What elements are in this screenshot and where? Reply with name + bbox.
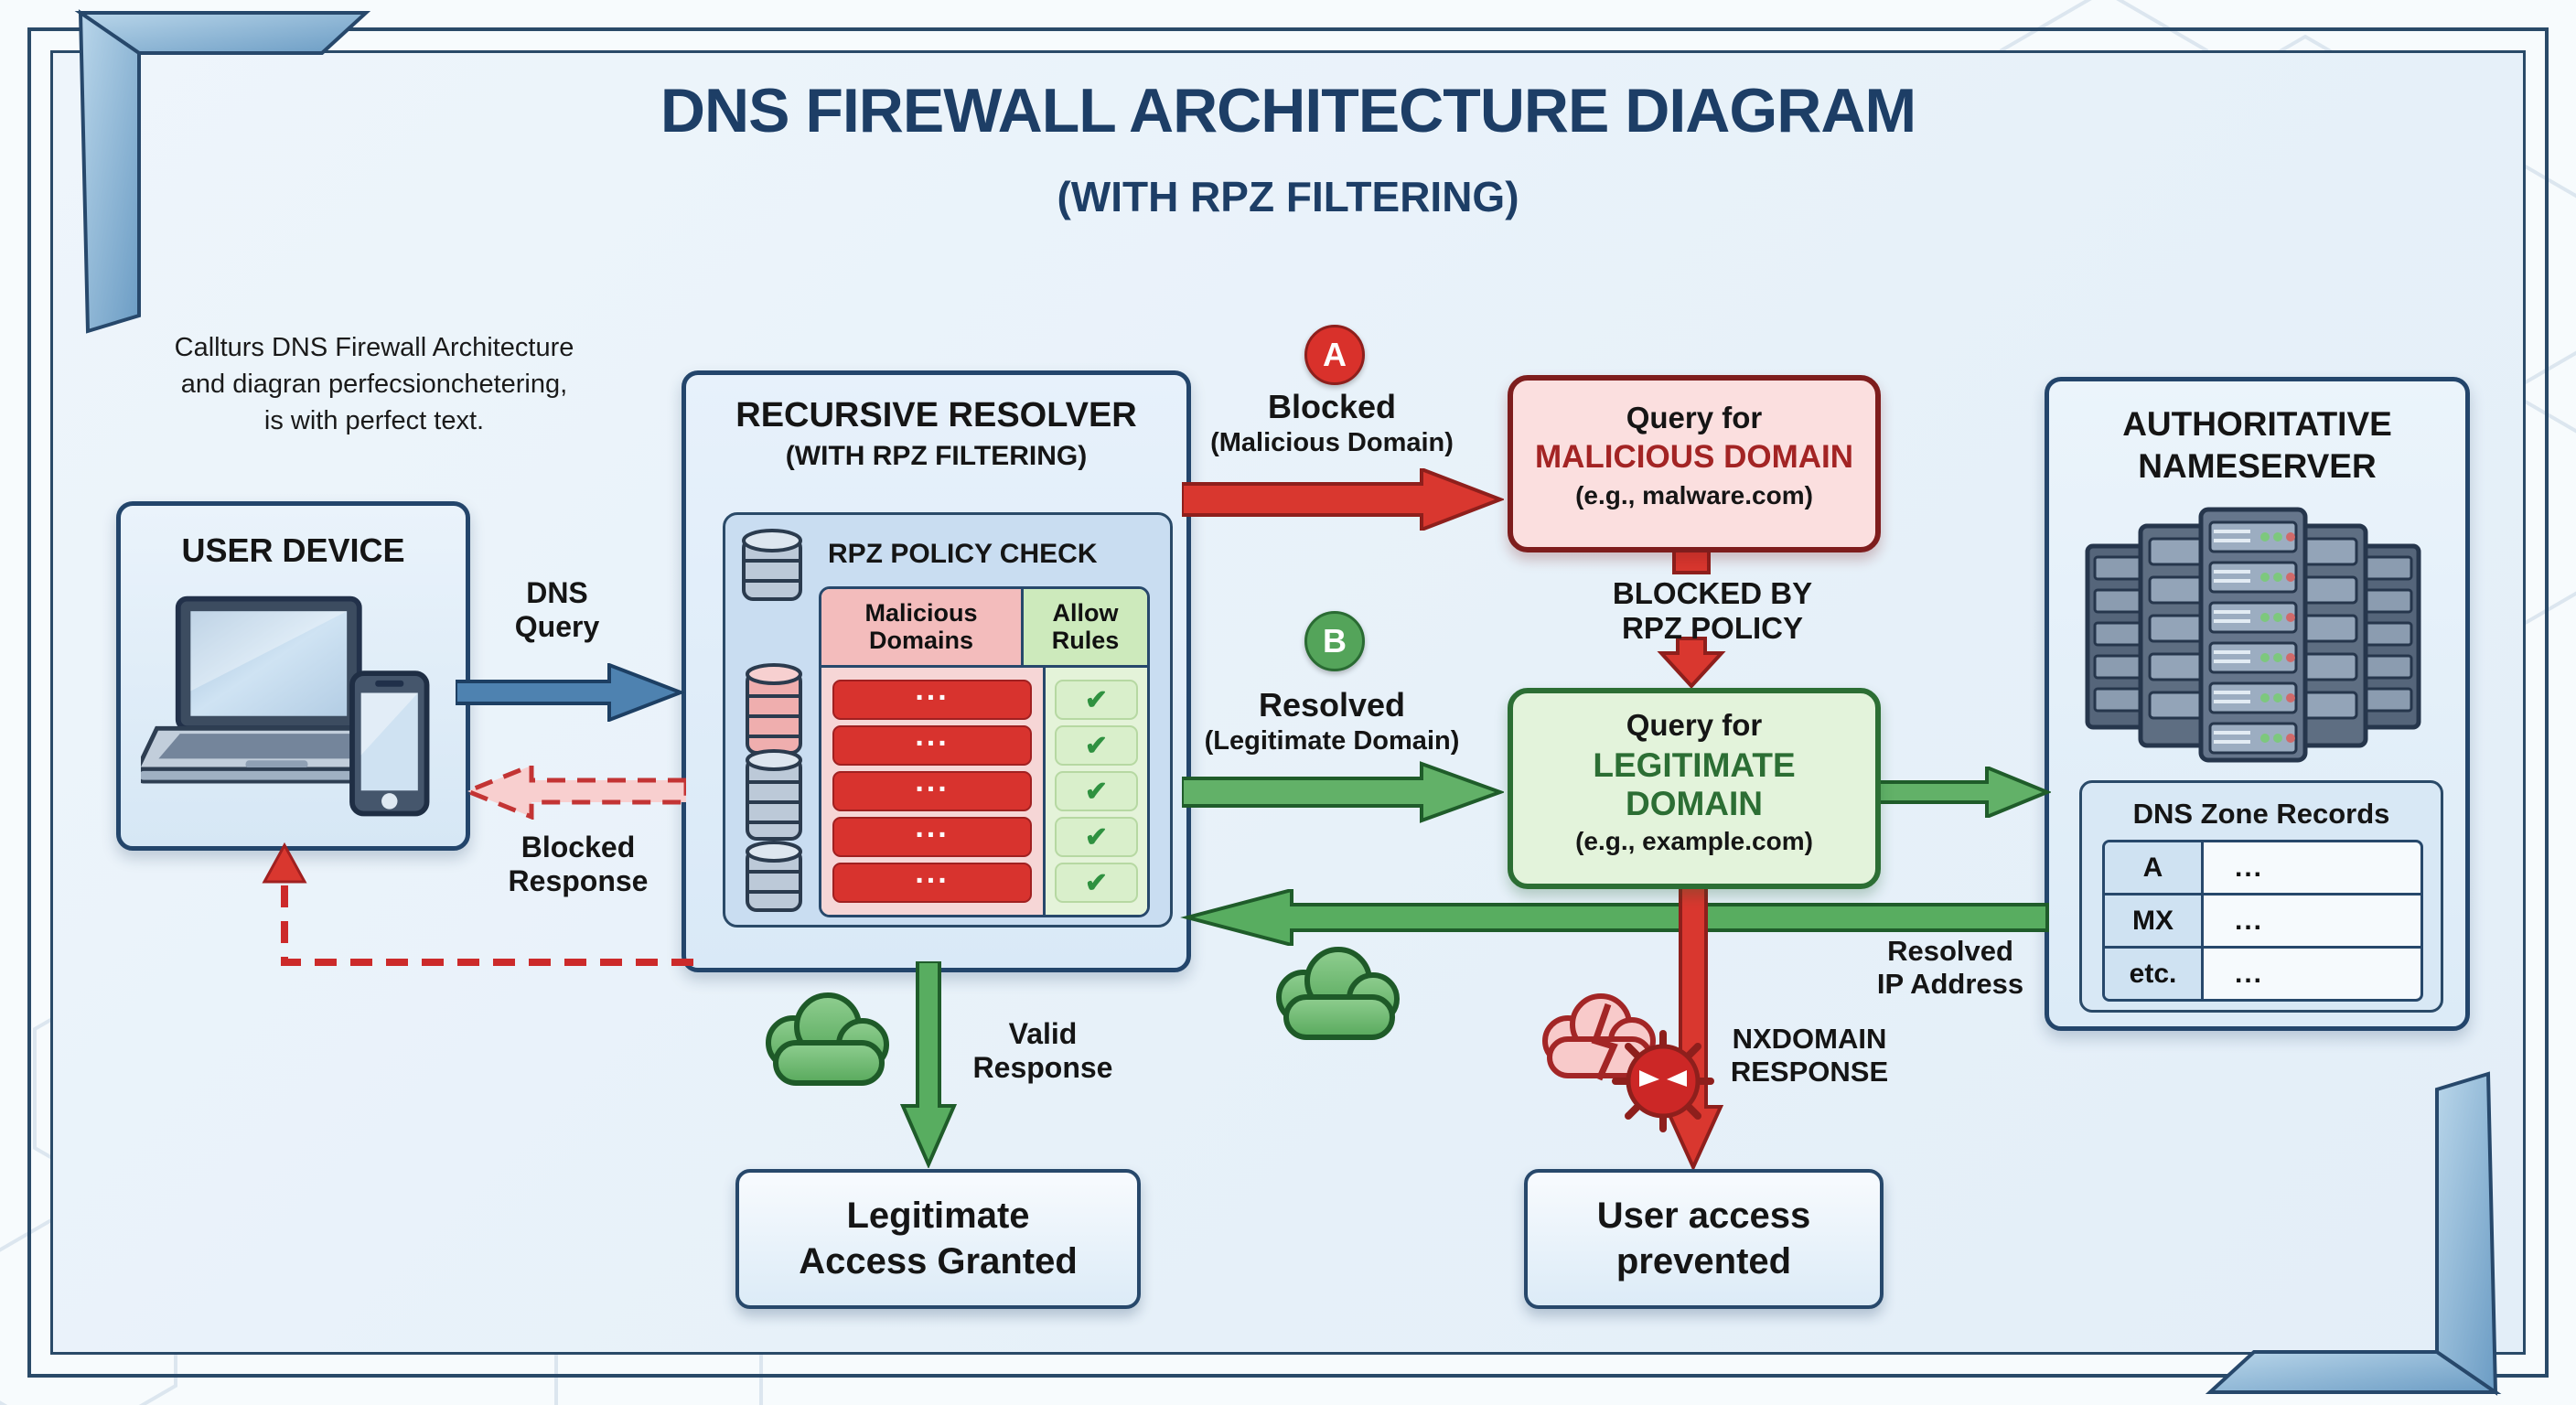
- legitimate-query-box: Query for LEGITIMATE DOMAIN (e.g., examp…: [1508, 688, 1881, 889]
- check-icon: ✔: [1084, 776, 1109, 807]
- allow-rule-row: ✔: [1055, 863, 1138, 903]
- rpz-panel-title: RPZ POLICY CHECK: [828, 539, 1098, 569]
- allow-rule-row: ✔: [1055, 680, 1138, 720]
- malicious-query-box: Query for MALICIOUS DOMAIN (e.g., malwar…: [1508, 375, 1881, 552]
- blocked-domain-row: ...: [832, 857, 1032, 903]
- legitimate-box-line2: LEGITIMATE: [1593, 746, 1796, 784]
- zone-record-value: ...: [2235, 905, 2264, 936]
- granted-line2: Access Granted: [799, 1241, 1078, 1282]
- check-icon: ✔: [1084, 821, 1109, 853]
- rpz-policy-panel: RPZ POLICY CHECK: [723, 512, 1173, 928]
- zone-record-value: ...: [2235, 852, 2264, 883]
- legitimate-query-arrow: [1182, 761, 1504, 823]
- broken-cloud-virus-icon: [1542, 993, 1714, 1132]
- path-a-sublabel: (Malicious Domain): [1210, 428, 1454, 457]
- corner-bracket-top-left: [74, 9, 371, 334]
- check-icon: ✔: [1084, 730, 1109, 761]
- intro-note-line3: is with perfect text.: [263, 406, 485, 436]
- intro-note: Callturs DNS Firewall Architecture and d…: [175, 329, 574, 439]
- intro-note-line1: Callturs DNS Firewall Architecture: [174, 333, 574, 362]
- query-to-nameserver-arrow: [1870, 767, 2051, 818]
- granted-line1: Legitimate: [846, 1196, 1030, 1236]
- allow-rules-header: Allow Rules: [1024, 589, 1147, 668]
- zone-record-row: etc. ...: [2105, 949, 2420, 999]
- page-title: DNS FIREWALL ARCHITECTURE DIAGRAM: [660, 76, 1916, 145]
- corner-bracket-bottom-right: [2205, 1071, 2502, 1396]
- dns-zone-records-panel: DNS Zone Records A ... MX ... etc. ...: [2079, 780, 2443, 1013]
- malicious-query-arrow: [1182, 468, 1504, 531]
- green-cloud-icon: [1276, 947, 1400, 1040]
- blocked-response-arrow: [462, 763, 686, 820]
- malicious-box-line2: MALICIOUS DOMAIN: [1534, 439, 1854, 475]
- prevented-line1: User access: [1596, 1196, 1811, 1236]
- allow-rule-row: ✔: [1055, 725, 1138, 766]
- zone-record-value: ...: [2235, 958, 2264, 989]
- server-racks-icon: [2085, 507, 2421, 763]
- allow-rule-row: ✔: [1055, 771, 1138, 811]
- user-device-box: USER DEVICE: [116, 501, 470, 851]
- nameserver-title-line2: NAMESERVER: [2138, 447, 2377, 485]
- dns-zone-records-title: DNS Zone Records: [2132, 798, 2390, 830]
- valid-response-arrow: [900, 961, 957, 1168]
- zone-record-row: A ...: [2105, 842, 2420, 896]
- zone-record-type: A: [2105, 842, 2204, 893]
- page-subtitle: (WITH RPZ FILTERING): [1057, 173, 1519, 220]
- legitimate-box-line4: (e.g., example.com): [1575, 827, 1813, 855]
- malicious-box-line3: (e.g., malware.com): [1575, 481, 1813, 509]
- blocked-path-dashed-line: [262, 842, 693, 966]
- rpz-database-icon: [742, 529, 802, 912]
- zone-record-row: MX ...: [2105, 896, 2420, 949]
- blocked-domain-row: ...: [832, 766, 1032, 811]
- path-a-label: Blocked: [1267, 388, 1397, 425]
- legitimate-box-line3: DOMAIN: [1625, 785, 1764, 822]
- intro-note-line2: and diagran perfecsionchetering,: [180, 370, 568, 400]
- resolved-ip-return-arrow: [1180, 889, 2049, 946]
- legitimate-access-granted-box: Legitimate Access Granted: [735, 1169, 1141, 1309]
- prevented-line2: prevented: [1615, 1241, 1792, 1282]
- dns-query-arrow: [456, 663, 684, 722]
- path-b-badge: B: [1304, 611, 1365, 671]
- dns-zone-records-table: A ... MX ... etc. ...: [2102, 840, 2423, 1002]
- allow-rules-column: ✔ ✔ ✔ ✔ ✔: [1046, 668, 1147, 915]
- outer-frame: [27, 27, 2549, 1378]
- legitimate-box-line1: Query for: [1626, 708, 1763, 742]
- blocked-domain-row: ...: [832, 720, 1032, 766]
- green-cloud-icon: [766, 992, 889, 1086]
- path-b-sublabel: (Legitimate Domain): [1204, 726, 1460, 756]
- recursive-resolver-box: RECURSIVE RESOLVER (WITH RPZ FILTERING) …: [682, 370, 1191, 972]
- zone-record-type: MX: [2105, 896, 2204, 946]
- check-icon: ✔: [1084, 684, 1109, 715]
- path-a-badge: A: [1304, 325, 1365, 385]
- blocked-domain-row: ...: [832, 811, 1032, 857]
- user-access-prevented-box: User access prevented: [1524, 1169, 1884, 1309]
- blocked-domain-row: ...: [832, 674, 1032, 720]
- user-device-title: USER DEVICE: [181, 531, 405, 569]
- malicious-domains-header: Malicious Domains: [821, 589, 1024, 668]
- zone-record-type: etc.: [2105, 949, 2204, 999]
- resolver-subtitle: (WITH RPZ FILTERING): [785, 441, 1088, 471]
- authoritative-nameserver-box: AUTHORITATIVE NAMESERVER: [2045, 377, 2470, 1031]
- malicious-box-line1: Query for: [1626, 401, 1763, 434]
- laptop-phone-icon: [141, 595, 430, 817]
- nameserver-title-line1: AUTHORITATIVE: [2122, 405, 2392, 443]
- check-icon: ✔: [1084, 867, 1109, 898]
- allow-rule-row: ✔: [1055, 817, 1138, 857]
- malicious-domains-column: ... ... ... ... ...: [821, 668, 1046, 915]
- rpz-table-header: Malicious Domains Allow Rules: [821, 589, 1147, 668]
- rpz-policy-table: Malicious Domains Allow Rules ... ... ..…: [819, 586, 1150, 917]
- resolver-title: RECURSIVE RESOLVER: [735, 396, 1137, 434]
- path-b-label: Resolved: [1258, 686, 1406, 724]
